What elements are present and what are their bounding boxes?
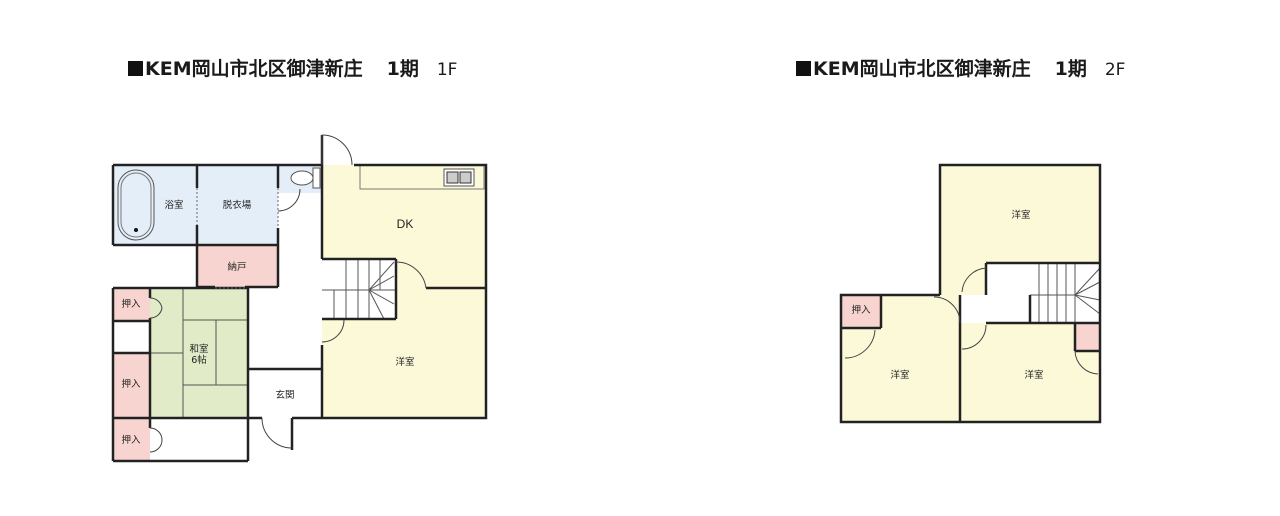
label-washitsu: 和室 xyxy=(189,343,208,355)
label-western-1f: 洋室 xyxy=(395,356,414,368)
label-western-left: 洋室 xyxy=(890,369,909,381)
floor-plan-1f: 浴室 脱衣場 納戸 DK 押入 押入 押入 和室 6帖 玄関 洋室 xyxy=(111,134,488,463)
bathtub-icon xyxy=(117,169,155,241)
label-closet-1: 押入 xyxy=(121,298,141,310)
title-1f-name: KEM岡山市北区御津新庄 xyxy=(145,58,363,80)
room-closet-3 xyxy=(113,418,150,461)
room-hall-2f xyxy=(986,263,1100,323)
room-storage xyxy=(197,245,278,287)
label-western-right: 洋室 xyxy=(1024,369,1043,381)
label-dk: DK xyxy=(397,217,414,231)
room-closet-2f-small xyxy=(1075,323,1100,351)
stove-icon xyxy=(443,168,475,187)
label-storage: 納戸 xyxy=(227,261,246,273)
label-western-top: 洋室 xyxy=(1011,209,1030,221)
title-2f-name: KEM岡山市北区御津新庄 xyxy=(813,58,1031,80)
label-bath: 浴室 xyxy=(164,199,183,211)
square-bullet-icon xyxy=(796,61,811,76)
toilet-icon xyxy=(290,167,321,189)
label-washitsu-size: 6帖 xyxy=(191,354,207,366)
room-closet-2 xyxy=(113,353,150,417)
title-2f: KEM岡山市北区御津新庄 1期 2F xyxy=(796,54,1125,81)
room-closet-2f xyxy=(841,295,881,328)
title-1f-phase: 1期 xyxy=(386,58,419,80)
stairs-1f xyxy=(322,259,396,320)
room-bath xyxy=(113,165,197,245)
room-stairs-1f xyxy=(322,259,396,319)
label-dressing: 脱衣場 xyxy=(223,199,252,211)
title-2f-phase: 1期 xyxy=(1054,58,1087,80)
title-1f: KEM岡山市北区御津新庄 1期 1F xyxy=(128,54,457,81)
title-1f-floor: 1F xyxy=(436,60,458,80)
square-bullet-icon xyxy=(128,61,143,76)
title-2f-floor: 2F xyxy=(1104,60,1126,80)
floor-plan-2f: 洋室 押入 洋室 洋室 xyxy=(839,163,1102,424)
label-closet-2: 押入 xyxy=(121,378,141,390)
room-dressing xyxy=(197,165,278,245)
label-entrance: 玄関 xyxy=(275,389,294,401)
label-closet-2f: 押入 xyxy=(851,304,871,316)
label-closet-3: 押入 xyxy=(121,434,141,446)
room-closet-1 xyxy=(113,288,150,321)
stairs-2f xyxy=(1030,263,1101,323)
